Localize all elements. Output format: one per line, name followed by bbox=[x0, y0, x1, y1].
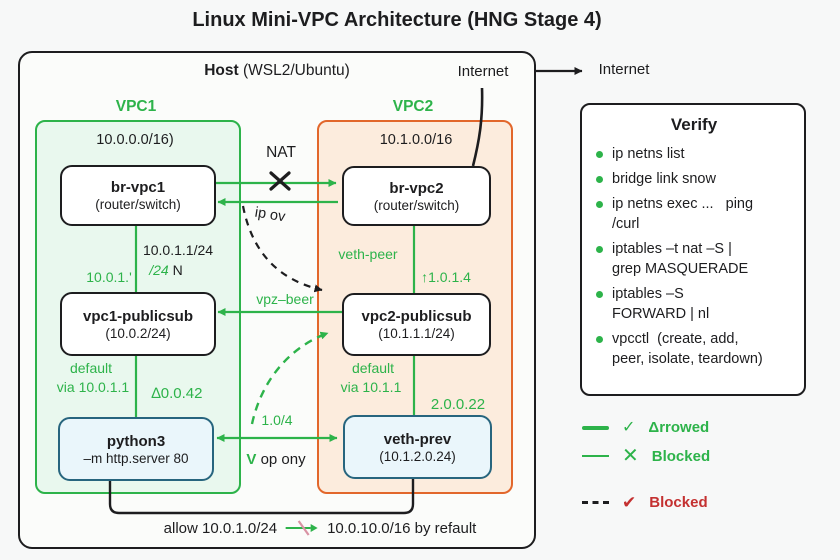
bullet-icon bbox=[596, 151, 603, 158]
verify-item: iptables –t nat –S | grep MASQUERADE bbox=[596, 239, 792, 279]
node-sub: (router/switch) bbox=[373, 197, 460, 213]
node-name: vpc1-publicsub bbox=[82, 307, 194, 325]
check-glyph: V bbox=[246, 451, 257, 468]
vpc2-label: VPC2 bbox=[392, 98, 434, 115]
node-br-vpc1: br-vpc1 (router/switch) bbox=[60, 165, 216, 226]
note-green: /24 bbox=[149, 262, 169, 278]
verify-item: bridge link snow bbox=[596, 169, 792, 189]
verify-item-text: ip netns exec ... ping /curl bbox=[612, 196, 754, 232]
node-sub: (10.1.2.0.24) bbox=[379, 448, 456, 464]
node-sub: –m http.server 80 bbox=[83, 450, 189, 466]
bullet-icon bbox=[596, 246, 603, 253]
host-env: (WSL2/Ubuntu) bbox=[242, 62, 350, 79]
bullet-icon bbox=[596, 291, 603, 298]
verify-item-text: iptables –S FORWARD | nl bbox=[612, 286, 710, 322]
node-name: veth-prev bbox=[383, 430, 452, 448]
x-icon: ✕ bbox=[622, 445, 639, 467]
vpc2-default-label: default bbox=[351, 360, 395, 376]
footer-left-text: allow 10.0.1.0/24 bbox=[163, 519, 278, 537]
node-python3: python3 –m http.server 80 bbox=[58, 417, 214, 481]
dashed-curve-label: 1.0/4 bbox=[261, 412, 293, 428]
check-icon: ✓ bbox=[622, 418, 636, 436]
node-sub: (router/switch) bbox=[95, 197, 181, 212]
verify-item-text: ip netns list bbox=[612, 146, 685, 162]
vpc1-cidr: 10.0.0.0/16) bbox=[96, 132, 174, 148]
thin-line-icon bbox=[582, 455, 609, 457]
node-sub: (10.1.1.1/24) bbox=[378, 326, 455, 341]
verify-item: vpcctl (create, add, peer, isolate, tear… bbox=[596, 329, 792, 369]
node-name: python3 bbox=[106, 432, 166, 450]
node-name: br-vpc1 bbox=[110, 179, 166, 196]
legend-label: Blocked bbox=[649, 494, 708, 511]
footer-right-text: 10.0.10.0/16 by refault bbox=[327, 519, 477, 537]
legend-row-blocked-green: ✕ Blocked bbox=[582, 446, 710, 466]
note-black: N bbox=[172, 262, 183, 278]
verify-title: Verify bbox=[670, 115, 718, 134]
vpc1-via-label: via 10.0.1.1 bbox=[56, 379, 130, 395]
legend-row-blocked-red: ✔ Blocked bbox=[582, 494, 708, 511]
vpc1-link-ip-label: 10.0.1.1/24 bbox=[142, 242, 214, 258]
node-vpc1-publicsub: vpc1-publicsub (10.0.2/24) bbox=[60, 292, 216, 356]
host-label: Host (WSL2/Ubuntu) bbox=[204, 62, 350, 80]
bullet-icon bbox=[596, 201, 603, 208]
node-br-vpc2: br-vpc2 (router/switch) bbox=[342, 166, 491, 226]
nat-label: NAT bbox=[266, 144, 296, 161]
blocked-arrow-icon bbox=[286, 520, 319, 536]
op-only-text: op ony bbox=[260, 451, 306, 468]
legend-label: Blocked bbox=[651, 447, 711, 465]
verify-item: ip netns exec ... ping /curl bbox=[596, 194, 792, 234]
vpc2-right-ip-label: ↑1.0.1.4 bbox=[421, 269, 471, 285]
verify-item: iptables –S FORWARD | nl bbox=[596, 284, 792, 324]
dashed-line-icon bbox=[582, 501, 609, 504]
node-veth-prev: veth-prev (10.1.2.0.24) bbox=[343, 415, 492, 479]
legend-row-allowed: ✓ Δrrowed bbox=[582, 419, 709, 436]
verify-item-text: bridge link snow bbox=[612, 171, 716, 187]
bullet-icon bbox=[596, 176, 603, 183]
vpc1-addr-label: ∆0.0.42 bbox=[151, 385, 203, 402]
node-name: br-vpc2 bbox=[389, 179, 444, 197]
veth-peer-label: veth-peer bbox=[338, 246, 398, 262]
node-name: vpc2-publicsub bbox=[361, 308, 472, 325]
vpc2-via-label: via 10.1.1 bbox=[340, 379, 402, 395]
vpc1-label: VPC1 bbox=[115, 98, 157, 115]
verify-item-text: vpcctl (create, add, peer, isolate, tear… bbox=[612, 331, 763, 367]
verify-panel: Verify ip netns list bridge link snow ip… bbox=[580, 103, 806, 396]
vpc2-addr-label: 2.0.0.22 bbox=[430, 396, 486, 413]
bullet-icon bbox=[596, 336, 603, 343]
legend-label: Δrrowed bbox=[648, 419, 710, 436]
vpc2-cidr: 10.1.0.0/16 bbox=[379, 132, 453, 148]
verify-item: ip netns list bbox=[596, 144, 792, 164]
vpc-peer-label: vpz–beer bbox=[256, 291, 314, 307]
thick-line-icon bbox=[582, 425, 609, 430]
node-vpc2-publicsub: vpc2-publicsub (10.1.1.1/24) bbox=[342, 293, 491, 356]
vpc1-link-note: /24 N bbox=[149, 262, 182, 278]
verify-item-text: iptables –t nat –S | grep MASQUERADE bbox=[612, 241, 749, 277]
red-check-icon: ✔ bbox=[622, 493, 637, 512]
host-name: Host bbox=[204, 62, 239, 79]
vpc1-left-ip-label: 10.0.1.' bbox=[86, 269, 132, 285]
internet-inner-label: Internet bbox=[457, 63, 509, 80]
internet-outer-label: Internet bbox=[598, 61, 650, 78]
vpc1-default-label: default bbox=[69, 360, 113, 376]
page-title: Linux Mini-VPC Architecture (HNG Stage 4… bbox=[192, 9, 602, 31]
op-only-label: V op ony bbox=[246, 451, 305, 468]
footer-caption: allow 10.0.1.0/24 10.0.10.0/16 by refaul… bbox=[164, 519, 477, 537]
node-sub: (10.0.2/24) bbox=[105, 325, 171, 341]
